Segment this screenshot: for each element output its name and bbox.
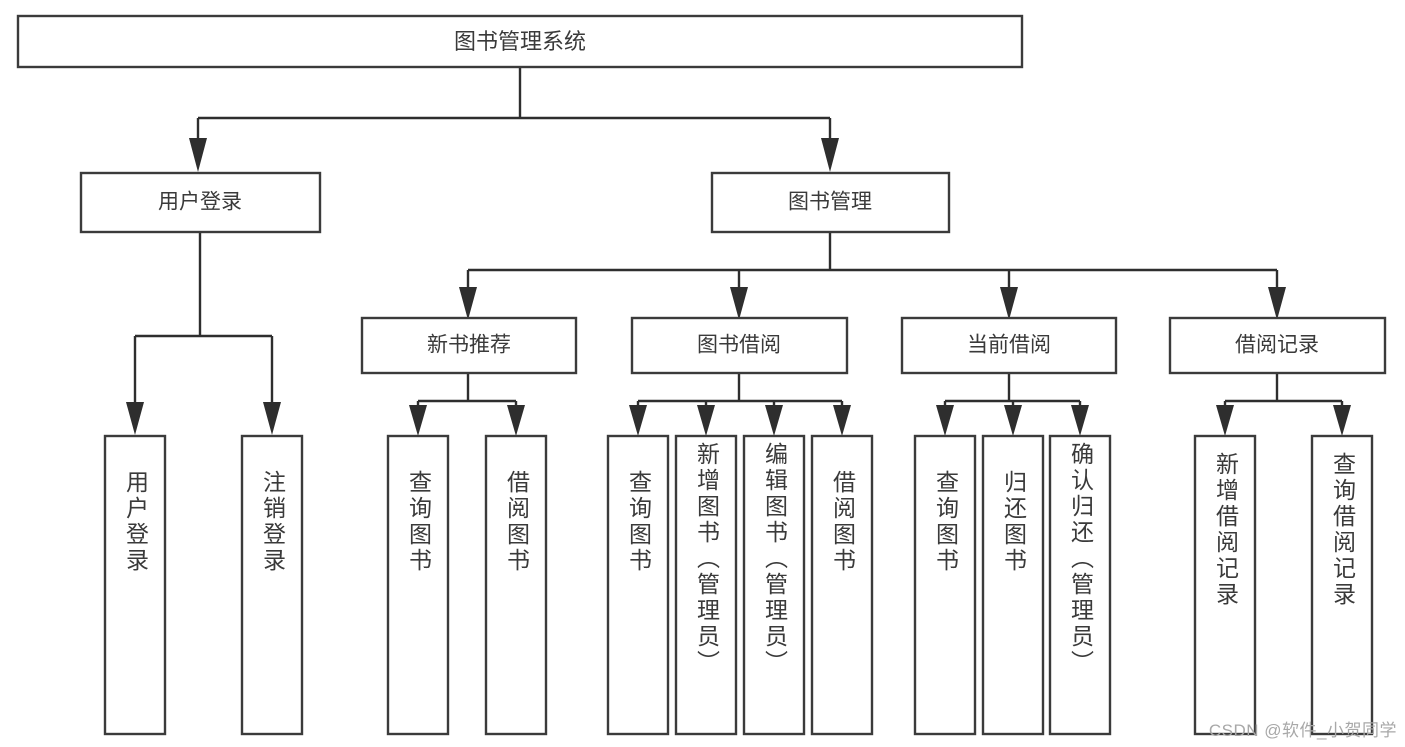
node-root[interactable] — [16, 14, 1024, 69]
connector-layer — [126, 67, 1351, 436]
arrow-to-book-borrow — [730, 287, 748, 320]
arrow-current-borrow-leaf-2 — [1004, 405, 1022, 436]
node-book-borrow[interactable] — [630, 316, 849, 375]
node-leaf-user-login[interactable] — [103, 434, 167, 736]
node-leaf-edit-book[interactable] — [742, 434, 806, 736]
node-book-manage-label: 图书管理 — [788, 191, 872, 214]
arrow-borrow-record-leaf-1 — [1216, 405, 1234, 436]
watermark: CSDN @软件_小贺同学 — [1208, 721, 1397, 740]
node-leaf-logout[interactable] — [240, 434, 304, 736]
node-leaf-query-borrow-record[interactable] — [1310, 434, 1374, 736]
node-leaf-add-book[interactable] — [674, 434, 738, 736]
arrow-to-new-book-recommend — [459, 287, 477, 320]
arrow-to-borrow-record — [1268, 287, 1286, 320]
arrow-book-borrow-leaf-2 — [697, 405, 715, 436]
arrow-current-borrow-leaf-1 — [936, 405, 954, 436]
arrow-user-login-leaf-2 — [263, 402, 281, 435]
node-user-login[interactable] — [79, 171, 322, 234]
node-leaf-return-book[interactable] — [981, 434, 1045, 736]
node-leaf-confirm-return[interactable] — [1048, 434, 1112, 736]
arrow-current-borrow-leaf-3 — [1071, 405, 1089, 436]
arrow-root-to-book-manage — [821, 138, 839, 172]
arrow-new-book-leaf-1 — [409, 405, 427, 436]
node-current-borrow[interactable] — [900, 316, 1118, 375]
arrow-new-book-leaf-2 — [507, 405, 525, 436]
node-leaf-borrow-book-recommend[interactable] — [484, 434, 548, 736]
node-leaf-add-borrow-record[interactable] — [1193, 434, 1257, 736]
node-current-borrow-label: 当前借阅 — [967, 334, 1051, 357]
arrow-user-login-leaf-1 — [126, 402, 144, 435]
node-root-label: 图书管理系统 — [454, 29, 586, 54]
arrow-book-borrow-leaf-1 — [629, 405, 647, 436]
arrow-book-borrow-leaf-3 — [765, 405, 783, 436]
node-layer: 图书管理系统 用户登录 图书管理 新书推荐 图书借阅 当前借阅 借阅记录 — [16, 14, 1387, 736]
node-user-login-label: 用户登录 — [158, 191, 242, 214]
node-borrow-record-label: 借阅记录 — [1235, 334, 1319, 357]
node-leaf-query-book-recommend[interactable] — [386, 434, 450, 736]
arrow-borrow-record-leaf-2 — [1333, 405, 1351, 436]
arrow-book-borrow-leaf-4 — [833, 405, 851, 436]
node-leaf-query-book[interactable] — [606, 434, 670, 736]
node-borrow-record[interactable] — [1168, 316, 1387, 375]
node-new-book-recommend[interactable] — [360, 316, 578, 375]
arrow-root-to-user-login — [189, 138, 207, 172]
node-leaf-borrow-book[interactable] — [810, 434, 874, 736]
node-new-book-recommend-label: 新书推荐 — [427, 334, 511, 357]
node-book-borrow-label: 图书借阅 — [697, 334, 781, 357]
node-leaf-query-book-current[interactable] — [913, 434, 977, 736]
arrow-to-current-borrow — [1000, 287, 1018, 320]
node-book-manage[interactable] — [710, 171, 951, 234]
